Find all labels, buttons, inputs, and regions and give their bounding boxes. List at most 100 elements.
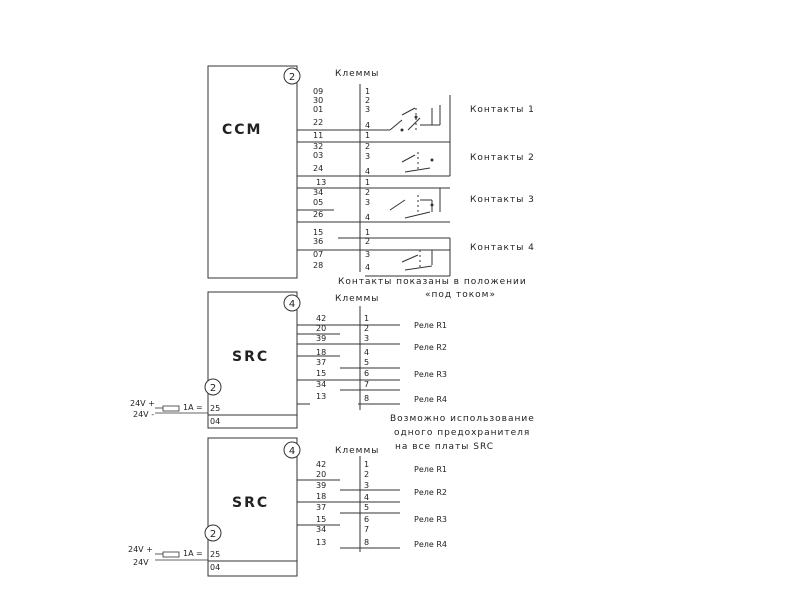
src1-pin: 34 [316, 380, 326, 389]
src1-pin: 39 [316, 334, 326, 343]
src2-terminals-label: Клеммы [335, 446, 379, 456]
contacts-label-1: Контакты 1 [470, 105, 535, 115]
ccm-pin: 36 [313, 237, 323, 246]
src2-pin: 20 [316, 470, 326, 479]
ccm-pin: 03 [313, 151, 323, 160]
src1-terminal-number: 3 [364, 334, 369, 343]
src1-terminal-number: 6 [364, 369, 369, 378]
src2-pin: 34 [316, 525, 326, 534]
src1-power-plus: 24V + [130, 399, 155, 408]
contacts-note-line-1: Контакты показаны в положении [338, 277, 527, 287]
src1-terminal-number: 4 [364, 348, 369, 357]
contact-symbol-3 [389, 188, 441, 219]
ccm-terminal-number: 3 [365, 105, 370, 114]
ccm-terminal-number: 4 [365, 213, 370, 222]
ccm-title: CCM [222, 122, 262, 138]
src1-fuse-label: 1A [183, 403, 194, 412]
fuse-note-line-2: одного предохранителя [394, 428, 530, 438]
contact-symbol-2 [401, 142, 451, 176]
ccm-wires [297, 129, 450, 277]
ccm-terminal-number: 2 [365, 188, 370, 197]
contact-symbol-1 [389, 95, 451, 142]
src2-fuse-marker: = [196, 549, 203, 558]
src1-pin: 42 [316, 314, 326, 323]
src2-wires [297, 479, 400, 549]
ccm-terminal-number: 3 [365, 152, 370, 161]
src2-pin: 18 [316, 492, 326, 501]
src2-terminal-number: 2 [364, 470, 369, 479]
svg-text:2: 2 [210, 529, 216, 540]
ccm-terminal-number: 4 [365, 167, 370, 176]
src1-wires [297, 324, 400, 405]
svg-text:4: 4 [289, 299, 295, 310]
src2-relay-label: Реле R1 [414, 465, 447, 474]
src2-terminal-number: 8 [364, 538, 369, 547]
ccm-terminal-number: 1 [365, 228, 370, 237]
ccm-pin: 15 [313, 228, 323, 237]
ccm-pin: 09 [313, 87, 323, 96]
src1-badge-top: 4 [283, 294, 301, 312]
src2-pin: 13 [316, 538, 326, 547]
src2-pin: 39 [316, 481, 326, 490]
src2-power-minus: 24V [133, 558, 149, 567]
src2-module-box [207, 437, 298, 577]
src1-fuse-symbol [155, 405, 208, 414]
src1-pin: 13 [316, 392, 326, 401]
ccm-terminal-number: 1 [365, 178, 370, 187]
contacts-label-2: Контакты 2 [470, 153, 535, 163]
src1-relay-label: Реле R4 [414, 395, 447, 404]
src1-pin: 15 [316, 369, 326, 378]
src1-title: SRC [232, 349, 269, 365]
fuse-note-line-1: Возможно использование [390, 414, 535, 424]
src1-badge-bottom: 2 [204, 378, 222, 396]
src2-terminal-number: 3 [364, 481, 369, 490]
src1-power-pin: 25 [210, 404, 220, 413]
svg-text:4: 4 [289, 446, 295, 457]
ccm-terminal-number: 4 [365, 121, 370, 130]
src1-module-box [207, 291, 298, 429]
ccm-pin: 22 [313, 118, 323, 127]
ccm-pin: 26 [313, 210, 323, 219]
svg-text:2: 2 [289, 72, 295, 83]
src2-power-pin: 25 [210, 550, 220, 559]
src1-pin: 20 [316, 324, 326, 333]
src1-terminal-number: 5 [364, 358, 369, 367]
src2-terminal-number: 4 [364, 493, 369, 502]
src1-terminal-number: 2 [364, 324, 369, 333]
ccm-terminal-number: 1 [365, 87, 370, 96]
ccm-pin: 34 [313, 188, 323, 197]
contacts-note-line-2: «под током» [425, 290, 496, 300]
src1-relay-label: Реле R3 [414, 370, 447, 379]
contacts-label-3: Контакты 3 [470, 195, 535, 205]
src2-fuse-symbol [155, 551, 208, 561]
ccm-terminals-label: Клеммы [335, 69, 379, 79]
src1-relay-label: Реле R2 [414, 343, 447, 352]
ccm-terminal-number: 2 [365, 237, 370, 246]
ccm-pin: 11 [313, 131, 323, 140]
src2-relay-label: Реле R2 [414, 488, 447, 497]
svg-text:2: 2 [210, 383, 216, 394]
ccm-module-box [207, 65, 298, 279]
src1-pin: 37 [316, 358, 326, 367]
src2-fuse-label: 1A [183, 549, 194, 558]
src2-relay-label: Реле R4 [414, 540, 447, 549]
src2-terminal-number: 6 [364, 515, 369, 524]
src1-power-pin: 04 [210, 417, 220, 426]
ccm-pin: 07 [313, 250, 323, 259]
src2-relay-label: Реле R3 [414, 515, 447, 524]
ccm-badge: 2 [283, 67, 301, 85]
contact-symbol-4 [401, 238, 451, 276]
src2-pin: 37 [316, 503, 326, 512]
ccm-terminal-number: 3 [365, 250, 370, 259]
src1-pin: 18 [316, 348, 326, 357]
ccm-pin: 30 [313, 96, 323, 105]
src2-terminal-number: 1 [364, 460, 369, 469]
src2-pin: 15 [316, 515, 326, 524]
src1-terminals-label: Клеммы [335, 294, 379, 304]
src1-terminal-number: 8 [364, 394, 369, 403]
src1-terminal-number: 7 [364, 380, 369, 389]
fuse-note-line-3: на все платы SRC [395, 442, 494, 452]
ccm-terminal-number: 3 [365, 198, 370, 207]
